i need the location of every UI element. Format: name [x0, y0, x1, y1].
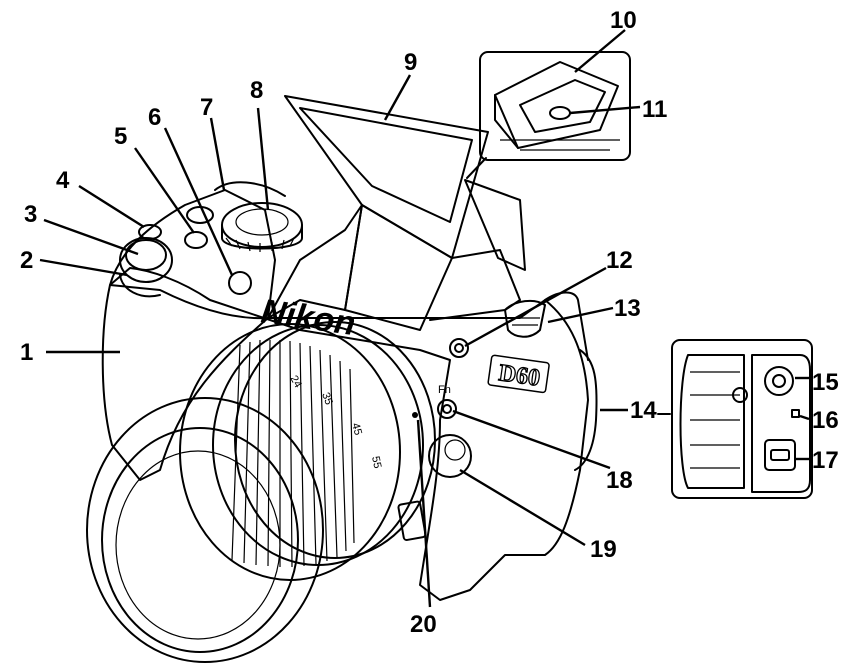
callout-14: 14 — [630, 397, 657, 424]
callout-19: 19 — [590, 536, 617, 563]
callout-17: 17 — [812, 447, 839, 474]
callout-12: 12 — [606, 247, 633, 274]
callout-15: 15 — [812, 369, 839, 396]
lens-mark-45: 45 — [349, 422, 364, 437]
mount-index-dot — [412, 412, 418, 418]
callout-11: 11 — [642, 96, 667, 123]
callout-8: 8 — [250, 77, 263, 104]
callout-16: 16 — [812, 407, 839, 434]
lens-mark-55: 55 — [369, 455, 383, 469]
callout-18: 18 — [606, 467, 633, 494]
callout-7: 7 — [200, 94, 213, 121]
callout-3: 3 — [24, 201, 37, 228]
callout-2: 2 — [20, 247, 33, 274]
callout-13: 13 — [614, 295, 641, 322]
model-label: D60 — [497, 360, 542, 392]
callout-4: 4 — [56, 167, 70, 194]
leader-lines — [39, 29, 810, 608]
camera-body — [101, 267, 598, 601]
callout-9: 9 — [404, 49, 417, 76]
lens-grip-lines — [231, 339, 355, 568]
fn-mark: Fn — [438, 384, 451, 396]
lens: 35 45 55 24 — [86, 321, 436, 663]
callout-1: 1 — [20, 339, 33, 366]
callout-5: 5 — [114, 123, 127, 150]
top-controls — [109, 181, 303, 320]
lens-mark-24: 24 — [287, 374, 304, 391]
callout-20: 20 — [410, 611, 437, 638]
callout-10: 10 — [610, 7, 637, 34]
front-buttons: Fn — [428, 338, 472, 478]
callout-6: 6 — [148, 104, 161, 131]
lens-mark-35: 35 — [319, 391, 334, 407]
flash-unit — [267, 95, 526, 331]
connector-inset — [657, 339, 813, 499]
hot-shoe-inset — [466, 51, 631, 179]
model-badge: D60 — [487, 354, 550, 394]
callout-numbers: 1 2 3 4 5 6 7 8 9 10 11 12 13 14 15 16 1… — [20, 7, 839, 638]
